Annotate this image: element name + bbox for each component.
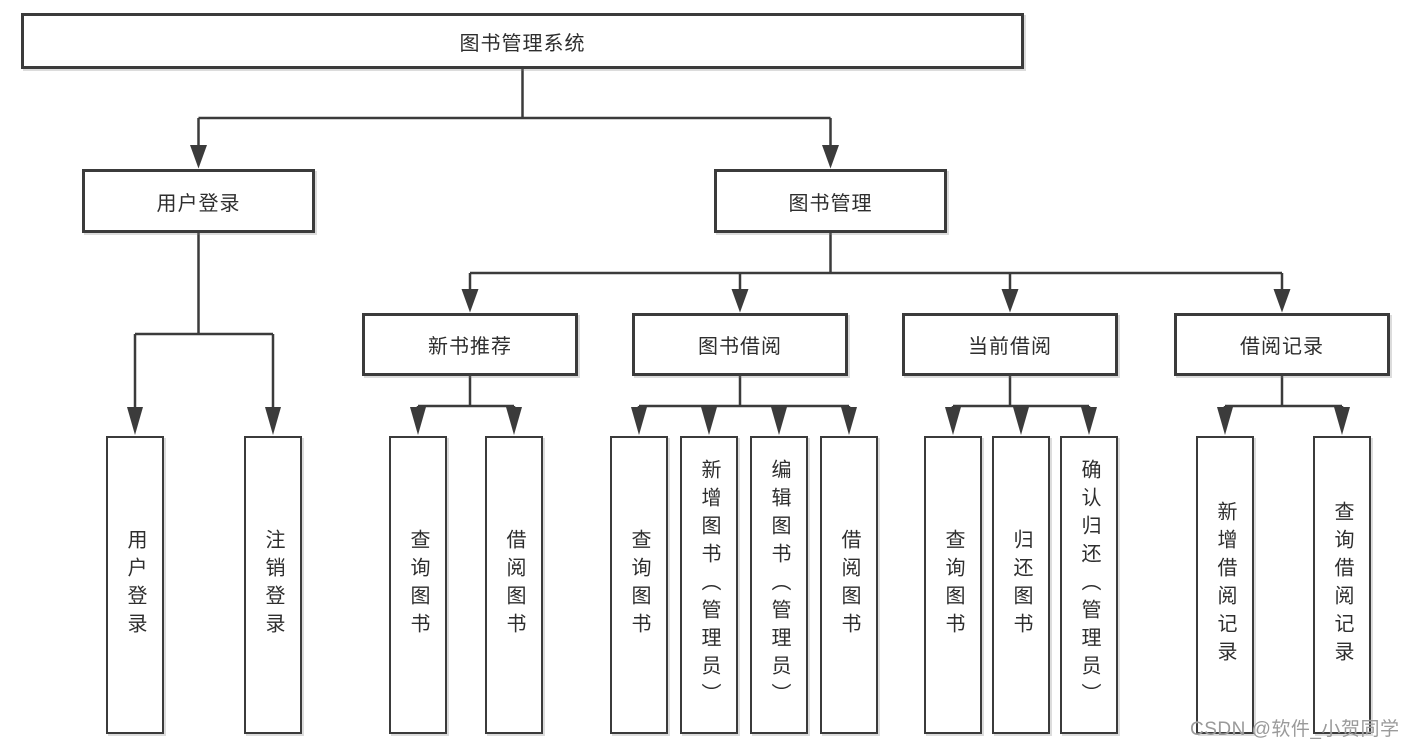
leaf-add-borrow-record-label: 新增借阅记录 bbox=[1214, 501, 1236, 669]
node-user-login-label: 用户登录 bbox=[156, 192, 241, 215]
leaf-borrow-books-label: 借阅图书 bbox=[838, 529, 860, 641]
leaf-query-books-borrow-label: 查询图书 bbox=[628, 529, 650, 641]
node-current-borrow-label: 当前借阅 bbox=[968, 336, 1052, 358]
leaf-add-books-admin: 新增图书（管理员） bbox=[680, 436, 738, 734]
leaf-query-borrow-record: 查询借阅记录 bbox=[1313, 436, 1371, 734]
node-book-borrow-label: 图书借阅 bbox=[698, 336, 782, 358]
node-book-borrow: 图书借阅 bbox=[632, 313, 848, 376]
node-new-book-recommend: 新书推荐 bbox=[362, 313, 578, 376]
arrowheads bbox=[127, 145, 1350, 435]
node-root: 图书管理系统 bbox=[21, 13, 1024, 69]
leaf-query-books-current: 查询图书 bbox=[924, 436, 982, 734]
leaf-return-books-label: 归还图书 bbox=[1010, 529, 1032, 641]
leaf-query-books-recommend-label: 查询图书 bbox=[407, 529, 429, 641]
leaf-query-borrow-record-label: 查询借阅记录 bbox=[1331, 501, 1353, 669]
leaf-borrow-books: 借阅图书 bbox=[820, 436, 878, 734]
leaf-confirm-return-admin: 确认归还（管理员） bbox=[1060, 436, 1118, 734]
node-book-management: 图书管理 bbox=[714, 169, 947, 233]
leaf-return-books: 归还图书 bbox=[992, 436, 1050, 734]
leaf-query-books-current-label: 查询图书 bbox=[942, 529, 964, 641]
leaf-query-books-borrow: 查询图书 bbox=[610, 436, 668, 734]
leaf-confirm-return-admin-label: 确认归还（管理员） bbox=[1078, 459, 1100, 711]
node-borrow-records-label: 借阅记录 bbox=[1240, 336, 1324, 358]
leaf-edit-books-admin-label: 编辑图书（管理员） bbox=[768, 459, 790, 711]
leaf-query-books-recommend: 查询图书 bbox=[389, 436, 447, 734]
leaf-user-login-label: 用户登录 bbox=[124, 529, 146, 641]
leaf-logout-label: 注销登录 bbox=[262, 529, 284, 641]
node-current-borrow: 当前借阅 bbox=[902, 313, 1118, 376]
csdn-watermark: CSDN @软件_小贺同学 bbox=[1190, 719, 1400, 740]
node-root-label: 图书管理系统 bbox=[459, 32, 586, 55]
leaf-logout: 注销登录 bbox=[244, 436, 302, 734]
leaf-borrow-books-recommend-label: 借阅图书 bbox=[503, 529, 525, 641]
leaf-add-borrow-record: 新增借阅记录 bbox=[1196, 436, 1254, 734]
leaf-edit-books-admin: 编辑图书（管理员） bbox=[750, 436, 808, 734]
leaf-user-login: 用户登录 bbox=[106, 436, 164, 734]
leaf-add-books-admin-label: 新增图书（管理员） bbox=[698, 459, 720, 711]
node-borrow-records: 借阅记录 bbox=[1174, 313, 1390, 376]
node-book-management-label: 图书管理 bbox=[788, 192, 873, 215]
leaf-borrow-books-recommend: 借阅图书 bbox=[485, 436, 543, 734]
node-user-login: 用户登录 bbox=[82, 169, 315, 233]
node-new-book-recommend-label: 新书推荐 bbox=[428, 336, 512, 358]
